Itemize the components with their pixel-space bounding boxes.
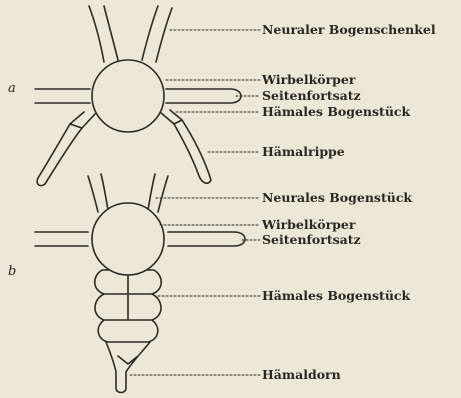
label-haemal-arch-piece-a: Hämales Bogenstück [262, 105, 410, 119]
haemal-arch-piece-left [70, 112, 95, 128]
haemal-arch-piece-right [160, 110, 182, 124]
neural-arch-limb-left [89, 6, 118, 62]
label-transverse-process-b: Seitenfortsatz [262, 233, 361, 247]
haemal-spine [106, 342, 150, 393]
transverse-process-right-b [168, 232, 245, 246]
label-vertebral-body-b: Wirbelkörper [262, 218, 355, 232]
transverse-process-left [35, 89, 90, 103]
figure-b-letter: b [8, 265, 16, 279]
figure-a-letter: a [8, 82, 16, 96]
transverse-process-left-b [35, 232, 88, 246]
vertebral-body-b [92, 203, 164, 275]
haemal-rib-right [174, 120, 211, 183]
label-neural-arch-limb: Neuraler Bogenschenkel [262, 23, 436, 37]
haemal-rib-left [37, 124, 82, 186]
label-transverse-process-a: Seitenfortsatz [262, 89, 361, 103]
transverse-process-right [166, 89, 241, 103]
label-neural-arch-piece: Neurales Bogenstück [262, 191, 412, 205]
neural-arch-limb-right [142, 6, 172, 62]
figure-a-drawing [35, 6, 260, 186]
label-haemal-rib: Hämalrippe [262, 145, 345, 159]
vertebral-body [92, 60, 164, 132]
label-haemal-spine: Hämaldorn [262, 368, 341, 382]
label-vertebral-body-a: Wirbelkörper [262, 73, 355, 87]
figure-b-drawing [35, 174, 260, 393]
label-haemal-arch-piece-b: Hämales Bogenstück [262, 289, 410, 303]
